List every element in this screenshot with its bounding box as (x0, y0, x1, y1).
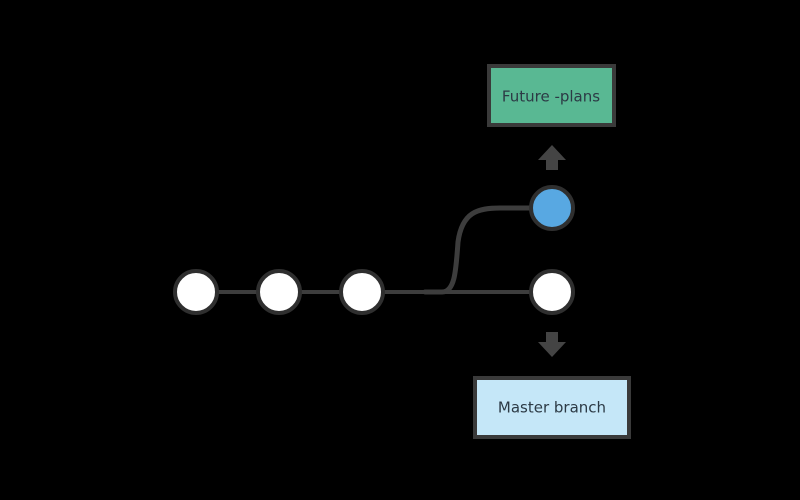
commit-node[interactable] (173, 269, 219, 315)
master-head-commit-node[interactable] (529, 269, 575, 315)
arrow-up-icon (538, 145, 566, 170)
feature-branch-label: Future -plans (502, 88, 600, 106)
master-branch-label-box[interactable]: Master branch (473, 376, 631, 439)
feature-commit-node[interactable] (529, 185, 575, 231)
feature-branch-line (422, 205, 555, 295)
master-branch-label: Master branch (498, 399, 606, 417)
master-commits (173, 269, 575, 315)
feature-branch-label-box[interactable]: Future -plans (487, 64, 616, 127)
commit-node[interactable] (256, 269, 302, 315)
arrow-down-icon (538, 332, 566, 357)
commit-node[interactable] (339, 269, 385, 315)
